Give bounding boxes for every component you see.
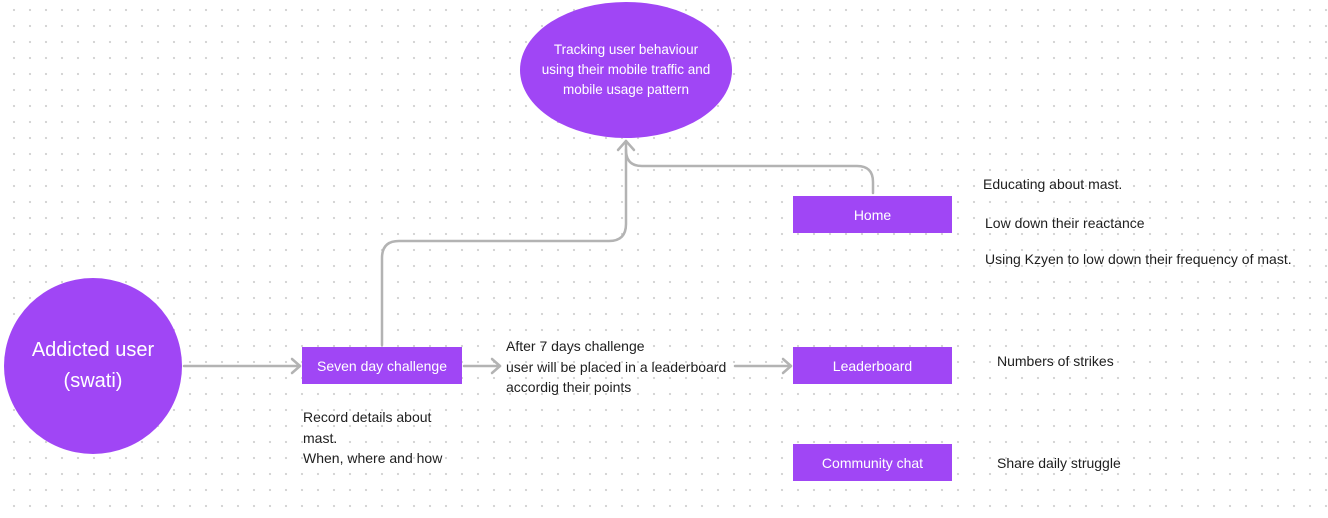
- addicted-user-node[interactable]: Addicted user (swati): [4, 278, 182, 454]
- seven-day-challenge-label: Seven day challenge: [317, 357, 447, 374]
- strikes-note[interactable]: Numbers of strikes: [997, 353, 1114, 369]
- community-chat-label: Community chat: [821, 454, 924, 471]
- reactance-note[interactable]: Low down their reactance: [985, 215, 1145, 231]
- arrowhead-leaderboard: [781, 357, 793, 375]
- arrowhead-notes: [490, 357, 502, 375]
- arrowhead-challenge: [290, 357, 302, 375]
- leaderboard-node[interactable]: Leaderboard: [793, 347, 952, 384]
- home-label: Home: [853, 206, 892, 223]
- arrowhead-tracking: [616, 139, 636, 152]
- kzyen-note[interactable]: Using Kzyen to low down their frequency …: [985, 251, 1292, 267]
- record-details-note[interactable]: Record details about mast. When, where a…: [303, 409, 443, 466]
- leaderboard-label: Leaderboard: [832, 357, 913, 374]
- tracking-behaviour-node[interactable]: Tracking user behaviour using their mobi…: [520, 2, 732, 138]
- educating-note[interactable]: Educating about mast.: [983, 176, 1123, 192]
- connector-challenge-to-tracking[interactable]: [380, 139, 628, 347]
- addicted-user-label: Addicted user (swati): [31, 339, 155, 392]
- seven-day-challenge-node[interactable]: Seven day challenge: [302, 347, 462, 384]
- community-chat-node[interactable]: Community chat: [793, 444, 952, 481]
- connector-home-to-tracking[interactable]: [624, 148, 875, 195]
- tracking-behaviour-label: Tracking user behaviour using their mobi…: [541, 42, 711, 97]
- after-challenge-note[interactable]: After 7 days challenge user will be plac…: [506, 338, 727, 395]
- home-node[interactable]: Home: [793, 196, 952, 233]
- struggle-note[interactable]: Share daily struggle: [997, 455, 1121, 471]
